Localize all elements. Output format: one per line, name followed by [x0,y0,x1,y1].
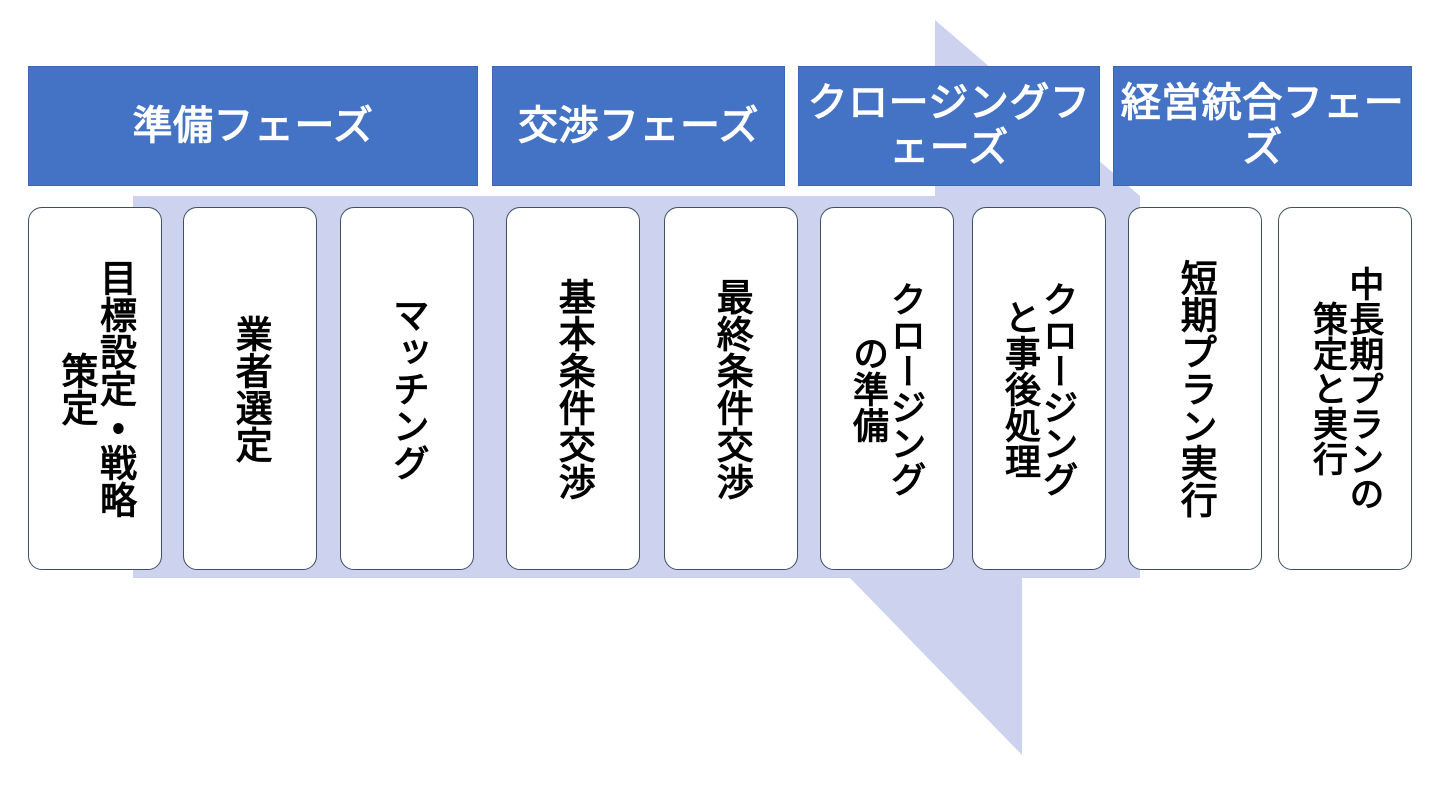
step-card-closing-and-post-processing[interactable]: クロージングと事後処理 [972,207,1106,570]
phase-header-label: 経営統合フェーズ [1120,81,1405,170]
step-card-label: 最終条件交渉 [711,277,753,500]
phase-header-label: クロージングフェーズ [807,81,1091,170]
phase-header-integration[interactable]: 経営統合フェーズ [1113,66,1412,186]
step-card-label: クロージングの準備 [848,280,927,497]
step-card-closing-preparation[interactable]: クロージングの準備 [820,207,954,570]
step-card-matching[interactable]: マッチング [340,207,474,570]
step-card-goal-strategy[interactable]: 目標設定・戦略策定 [28,207,162,570]
phase-header-label: 交渉フェーズ [518,103,759,148]
step-card-label: 業者選定 [230,314,272,463]
phase-header-negotiation[interactable]: 交渉フェーズ [492,66,785,186]
step-card-label: 目標設定・戦略策定 [56,259,136,518]
step-card-short-term-plan-execution[interactable]: 短期プラン実行 [1128,207,1262,570]
step-card-label: マッチング [387,296,429,481]
step-card-final-terms-negotiation[interactable]: 最終条件交渉 [664,207,798,570]
phase-header-label: 準備フェーズ [132,103,374,148]
step-card-midlong-term-plan[interactable]: 中長期プランの策定と実行 [1278,207,1412,570]
step-card-vendor-selection[interactable]: 業者選定 [183,207,317,570]
phase-header-preparation[interactable]: 準備フェーズ [28,66,478,186]
step-card-basic-terms-negotiation[interactable]: 基本条件交渉 [506,207,640,570]
step-card-label: 基本条件交渉 [553,277,595,500]
phase-header-closing[interactable]: クロージングフェーズ [798,66,1100,186]
step-card-label: 中長期プランの策定と実行 [1308,266,1384,511]
step-card-label: 短期プラン実行 [1175,259,1217,518]
step-card-label: クロージングと事後処理 [1000,280,1079,497]
